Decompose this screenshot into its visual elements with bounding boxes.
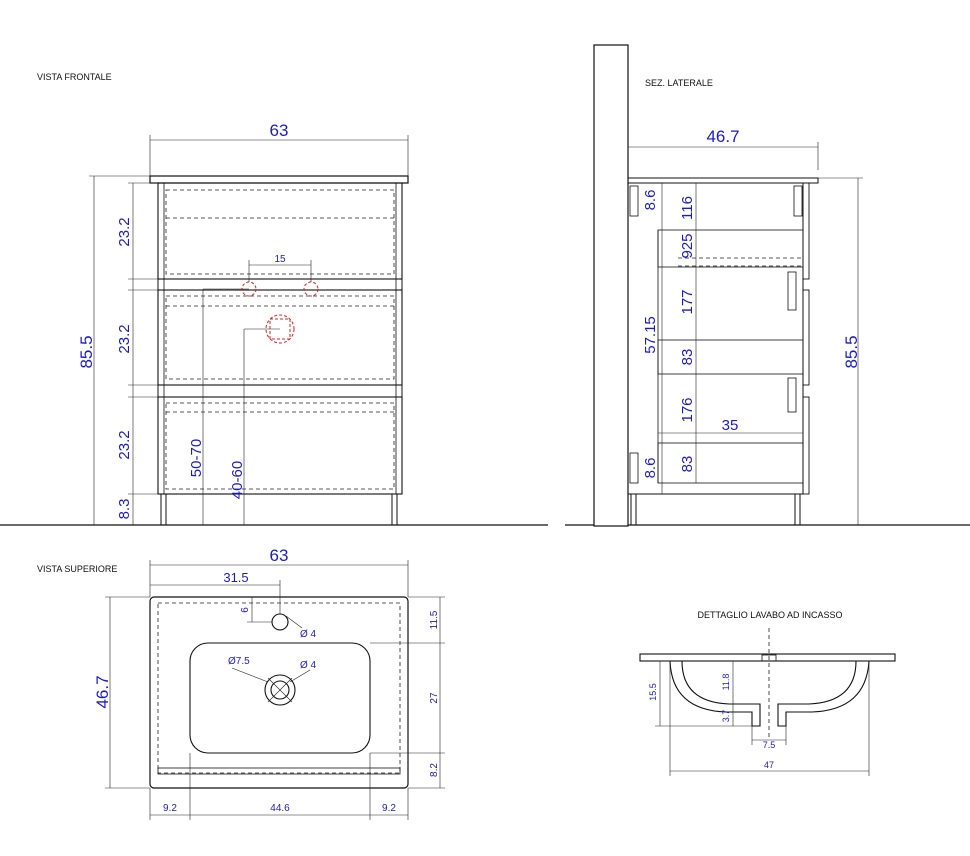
side-countertop	[627, 177, 819, 184]
supply-height-label: 50-70	[188, 439, 205, 477]
side-section-title: SEZ. LATERALE	[645, 78, 713, 88]
top-left-margin-label: 9.2	[163, 803, 177, 814]
wall	[593, 44, 629, 527]
top-half-width-label: 31.5	[223, 570, 248, 585]
base-height-label: 8.3	[116, 499, 133, 520]
drawer-1-inner	[165, 189, 395, 275]
side-d116-label: 116	[679, 196, 696, 220]
drain-inner	[270, 680, 290, 700]
top-width-label: 63	[270, 546, 289, 565]
front-height-label: 85.5	[77, 335, 96, 368]
detail-bottom-label: 3.7	[721, 710, 731, 723]
side-section: SEZ. LATERALE 46.7	[565, 44, 970, 527]
side-top-gap-label: 8.6	[642, 190, 659, 211]
drawer-1	[157, 182, 403, 280]
drawer-3-height-label: 23.2	[116, 430, 133, 459]
side-depth-label: 46.7	[706, 127, 739, 146]
top-d82-label: 8.2	[429, 763, 440, 777]
side-d83a-label: 83	[679, 349, 696, 366]
basin-bowl	[189, 642, 371, 754]
detail-width-label: 47	[764, 760, 774, 770]
bowl-left-section	[669, 660, 761, 727]
leg-left	[160, 493, 167, 526]
top-basin-width-label: 44.6	[270, 803, 290, 814]
side-bottom-gap-label: 8.6	[642, 458, 659, 479]
drain-point	[265, 314, 295, 344]
drawer-3-inner	[165, 402, 395, 490]
side-d176-label: 176	[679, 397, 696, 422]
detail-depth-label: 15.5	[648, 683, 658, 701]
side-d925-label: 925	[679, 233, 696, 258]
supply-point-right	[303, 281, 319, 297]
drain-inner-label: Ø 4	[300, 660, 317, 671]
bowl-right-section	[777, 660, 870, 727]
side-d35-label: 35	[722, 417, 739, 434]
basin-top	[149, 596, 409, 789]
drawer-3	[157, 396, 403, 495]
countertop	[149, 175, 409, 184]
cabinet-outline	[157, 602, 401, 774]
front-width-label: 63	[270, 121, 289, 140]
top-view: VISTA SUPERIORE 63 31.5 46.7 6 Ø 4	[37, 546, 445, 820]
top-right-margin-label: 9.2	[382, 803, 396, 814]
detail-drain-label: 7.5	[763, 740, 776, 750]
detail-inner-label: 11.8	[721, 674, 731, 691]
drain-outer	[264, 674, 296, 706]
side-d177-label: 177	[679, 289, 696, 314]
tap-hole	[271, 613, 289, 631]
drain-height-label: 40-60	[229, 461, 246, 499]
front-view-title: VISTA FRONTALE	[37, 72, 112, 82]
drawer-1-height-label: 23.2	[116, 217, 133, 246]
tap-diameter-label: Ø 4	[300, 629, 317, 640]
drawer-2-inner	[165, 295, 395, 380]
front-view: VISTA FRONTALE 63	[0, 72, 548, 526]
leg-right	[391, 493, 398, 526]
tap-offset-label: 6	[240, 607, 251, 613]
detail-view: DETTAGLIO LAVABO AD INCASSO 15.5 11.8 3.…	[639, 610, 896, 776]
top-d27-label: 27	[429, 692, 440, 704]
side-height-label: 85.5	[842, 335, 861, 368]
top-depth-label: 46.7	[93, 675, 112, 708]
top-view-title: VISTA SUPERIORE	[37, 564, 117, 574]
top-d115-label: 11.5	[429, 610, 440, 629]
side-d83b-label: 83	[679, 456, 696, 473]
drain-outer-label: Ø7.5	[228, 656, 250, 667]
drawer-2	[157, 289, 403, 386]
drawer-2-height-label: 23.2	[116, 324, 133, 353]
detail-title: DETTAGLIO LAVABO AD INCASSO	[697, 610, 842, 620]
side-offset-label: 57.15	[642, 316, 659, 354]
tap-spacing-label: 15	[274, 254, 286, 265]
